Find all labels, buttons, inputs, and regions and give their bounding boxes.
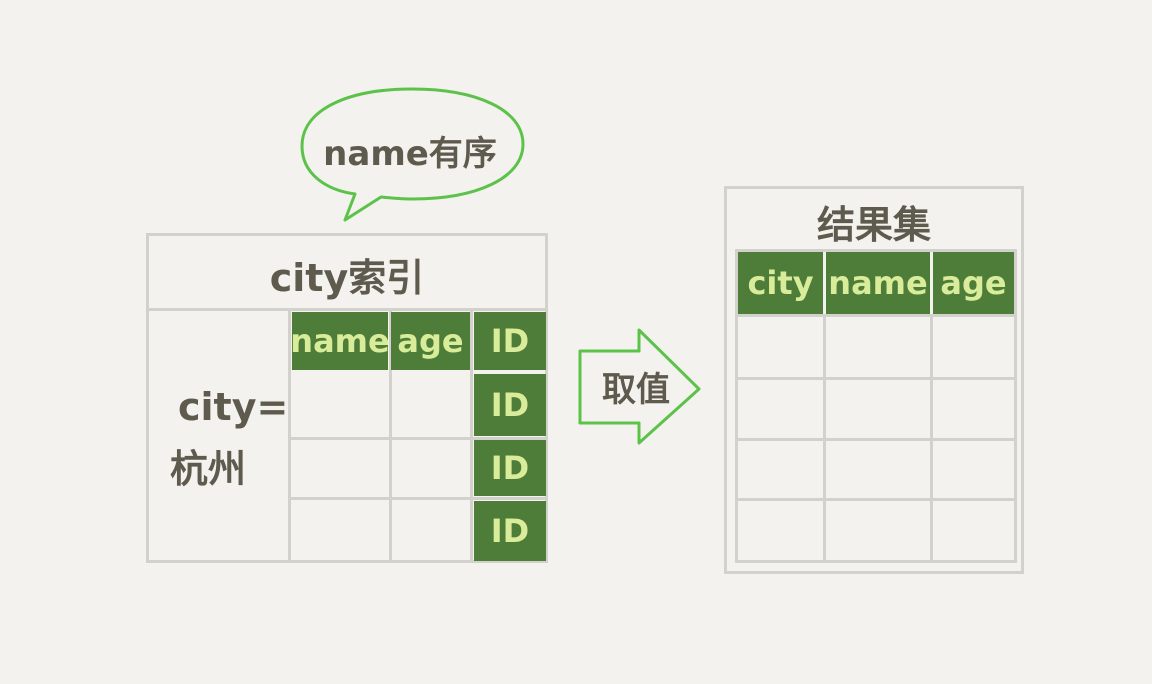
result-header-name: name bbox=[826, 252, 930, 314]
result-panel-title: 结果集 bbox=[816, 202, 931, 247]
speech-bubble bbox=[300, 87, 525, 222]
filter-label-city: city= bbox=[178, 385, 289, 429]
index-id-cell: ID bbox=[474, 501, 546, 561]
index-grid-line bbox=[288, 497, 548, 500]
index-grid-line bbox=[389, 308, 392, 563]
index-panel-title: city索引 bbox=[269, 255, 425, 300]
index-grid-line bbox=[470, 308, 473, 563]
filter-label-value: 杭州 bbox=[170, 447, 247, 491]
result-grid-line bbox=[735, 377, 1017, 380]
result-grid-line bbox=[735, 498, 1017, 501]
index-id-cell: ID bbox=[474, 374, 546, 436]
result-grid-line bbox=[735, 314, 1017, 317]
index-grid-line bbox=[288, 308, 291, 563]
result-header-city: city bbox=[738, 252, 823, 314]
result-header-age: age bbox=[933, 252, 1014, 314]
bubble-text: name有序 bbox=[323, 133, 497, 174]
index-header-name: name bbox=[290, 312, 390, 370]
index-id-cell: ID bbox=[474, 440, 546, 496]
index-header-id: ID bbox=[474, 312, 546, 370]
index-grid-line bbox=[288, 437, 548, 440]
index-title-divider bbox=[146, 308, 548, 311]
result-grid-line bbox=[735, 438, 1017, 441]
arrow-right-icon bbox=[578, 328, 701, 445]
index-header-age: age bbox=[391, 312, 470, 370]
arrow-label: 取值 bbox=[602, 369, 670, 410]
